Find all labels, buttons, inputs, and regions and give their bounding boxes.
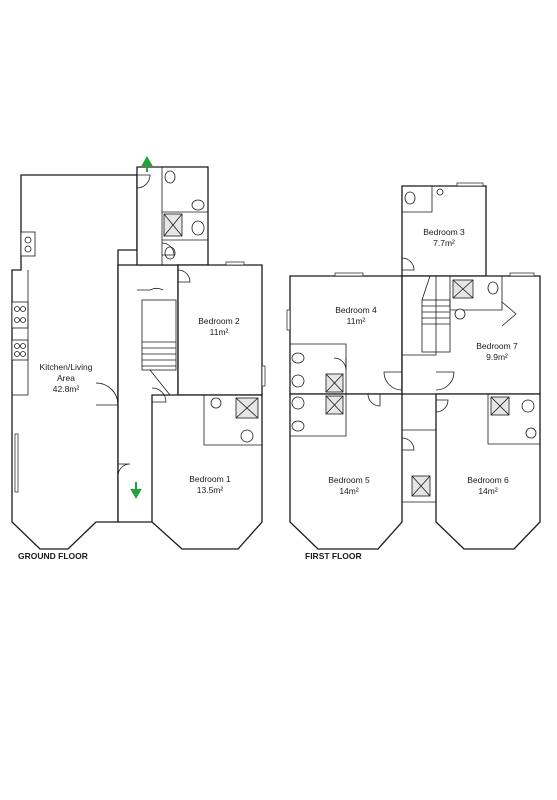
wc-icon bbox=[291, 374, 305, 388]
window bbox=[509, 272, 535, 277]
bedroom4-name: Bedroom 4 bbox=[335, 305, 377, 315]
basin-icon bbox=[454, 308, 466, 320]
door-swing bbox=[435, 399, 449, 413]
window bbox=[286, 309, 291, 331]
basin-icon bbox=[525, 427, 537, 439]
window bbox=[261, 365, 266, 387]
basin-icon bbox=[191, 199, 205, 211]
wc-icon bbox=[240, 429, 254, 443]
landing-lower bbox=[402, 429, 437, 503]
landing bbox=[402, 275, 437, 356]
door-swing bbox=[401, 257, 415, 271]
basin-icon bbox=[291, 352, 305, 364]
bedroom5-area: 14m² bbox=[339, 486, 359, 496]
bedroom2-name: Bedroom 2 bbox=[198, 316, 240, 326]
door-swing bbox=[367, 393, 381, 407]
stairs-icon bbox=[141, 299, 177, 396]
first-floor-label: FIRST FLOOR bbox=[305, 551, 362, 561]
bedroom5-name: Bedroom 5 bbox=[328, 475, 370, 485]
bedroom7-name: Bedroom 7 bbox=[476, 341, 518, 351]
door-swing bbox=[117, 463, 131, 477]
entrance-arrow-icon bbox=[141, 155, 153, 172]
door-swing bbox=[151, 387, 167, 403]
door-swing bbox=[177, 269, 191, 283]
wc-icon bbox=[521, 399, 535, 413]
window bbox=[456, 182, 484, 187]
bedroom3-area: 7.7m² bbox=[433, 238, 455, 248]
door-swing bbox=[137, 288, 164, 291]
bedroom1-ensuite bbox=[203, 394, 263, 446]
hob bbox=[11, 339, 29, 361]
ground-floor-label: GROUND FLOOR bbox=[18, 551, 88, 561]
ground-floor-plan: Kitchen/Living Area 42.8m² Bedroom 2 11m… bbox=[11, 155, 266, 561]
kitchen-name-cont: Area bbox=[57, 373, 75, 383]
basin-icon bbox=[291, 420, 305, 432]
window bbox=[225, 261, 245, 266]
door-swing bbox=[435, 371, 455, 391]
door-swing bbox=[501, 301, 517, 327]
bedroom2-area: 11m² bbox=[210, 327, 229, 337]
kitchen-name: Kitchen/Living bbox=[40, 362, 93, 372]
window bbox=[14, 433, 19, 493]
door-swing bbox=[95, 382, 119, 406]
bedroom4-area: 11m² bbox=[347, 316, 366, 326]
wc-icon bbox=[164, 170, 176, 184]
bedroom7-ensuite bbox=[449, 275, 503, 311]
kitchen-area: 42.8m² bbox=[53, 384, 80, 394]
entrance-arrow-icon bbox=[130, 482, 142, 500]
door-swing bbox=[136, 174, 151, 189]
bedroom5-walls bbox=[289, 393, 403, 550]
wc-icon bbox=[291, 396, 305, 410]
stairs-icon bbox=[421, 275, 451, 353]
first-floor-plan: Bedroom 3 7.7m² Bedroom 4 11m² Bedroom 7… bbox=[286, 182, 541, 561]
bedroom6-ensuite bbox=[487, 393, 541, 445]
basin-icon bbox=[164, 246, 176, 260]
wc-icon bbox=[487, 281, 499, 295]
basin-icon bbox=[436, 188, 444, 196]
bedroom3-name: Bedroom 3 bbox=[423, 227, 465, 237]
door-swing bbox=[401, 437, 415, 451]
door-swing bbox=[333, 357, 347, 371]
wc-icon bbox=[191, 220, 205, 236]
kitchen-sink bbox=[20, 231, 36, 257]
door-swing bbox=[383, 371, 403, 391]
bedroom5-ensuite bbox=[289, 393, 347, 437]
hob bbox=[11, 301, 29, 329]
bedroom1-area: 13.5m² bbox=[197, 485, 224, 495]
bedroom6-name: Bedroom 6 bbox=[467, 475, 509, 485]
door-swing bbox=[161, 242, 175, 256]
basin-icon bbox=[210, 397, 222, 409]
bedroom1-name: Bedroom 1 bbox=[189, 474, 231, 484]
bedroom3-ensuite bbox=[401, 185, 433, 213]
wc-icon bbox=[404, 191, 416, 205]
bedroom7-area: 9.9m² bbox=[486, 352, 508, 362]
bedroom6-area: 14m² bbox=[478, 486, 498, 496]
window bbox=[334, 272, 364, 277]
